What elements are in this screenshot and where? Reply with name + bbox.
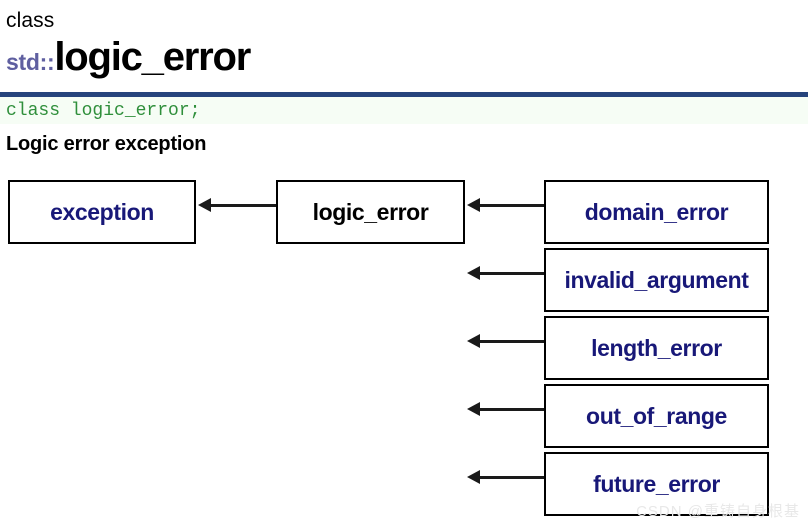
page-title-name: logic_error bbox=[54, 35, 251, 79]
arrow-head-icon bbox=[467, 334, 480, 348]
arrow-head-icon bbox=[198, 198, 211, 212]
entity-kind-label: class bbox=[6, 9, 55, 32]
arrow-length-error-to-logic-error bbox=[467, 334, 545, 348]
diagram-node-label: out_of_range bbox=[586, 402, 727, 429]
arrow-head-icon bbox=[467, 266, 480, 280]
arrow-out-of-range-to-logic-error bbox=[467, 402, 545, 416]
section-heading: Logic error exception bbox=[6, 133, 207, 155]
page-header: class std::logic_error class logic_error… bbox=[0, 0, 808, 156]
diagram-node-length-error[interactable]: length_error bbox=[544, 316, 769, 380]
declaration-code-block: class logic_error; bbox=[0, 97, 808, 124]
diagram-node-label: future_error bbox=[593, 470, 720, 497]
arrow-shaft bbox=[476, 340, 545, 343]
diagram-node-label: logic_error bbox=[312, 198, 429, 225]
page-title: std::logic_error bbox=[0, 33, 808, 89]
arrow-head-icon bbox=[467, 402, 480, 416]
diagram-node-label: domain_error bbox=[584, 198, 729, 225]
diagram-node-logic-error: logic_error bbox=[276, 180, 465, 244]
diagram-node-exception[interactable]: exception bbox=[8, 180, 196, 244]
arrow-shaft bbox=[476, 204, 545, 207]
arrow-future-error-to-logic-error bbox=[467, 470, 545, 484]
arrow-head-icon bbox=[467, 198, 480, 212]
declaration-code-line: class logic_error; bbox=[6, 101, 201, 121]
arrow-shaft bbox=[476, 476, 545, 479]
arrow-shaft bbox=[476, 408, 545, 411]
diagram-node-label: exception bbox=[50, 198, 154, 225]
diagram-node-future-error[interactable]: future_error bbox=[544, 452, 769, 516]
arrow-head-icon bbox=[467, 470, 480, 484]
title-divider bbox=[0, 92, 808, 97]
diagram-node-out-of-range[interactable]: out_of_range bbox=[544, 384, 769, 448]
diagram-node-domain-error[interactable]: domain_error bbox=[544, 180, 769, 244]
diagram-node-label: length_error bbox=[591, 334, 722, 361]
diagram-node-label: invalid_argument bbox=[564, 266, 749, 293]
arrow-invalid-argument-to-logic-error bbox=[467, 266, 545, 280]
arrow-logic-error-to-exception bbox=[198, 198, 276, 212]
inheritance-diagram: exception logic_error domain_error inval… bbox=[0, 176, 808, 526]
diagram-node-invalid-argument[interactable]: invalid_argument bbox=[544, 248, 769, 312]
page-title-namespace: std:: bbox=[6, 49, 55, 75]
arrow-shaft bbox=[207, 204, 276, 207]
arrow-shaft bbox=[476, 272, 545, 275]
arrow-domain-error-to-logic-error bbox=[467, 198, 545, 212]
watermark: CSDN @重铸自身根基 bbox=[636, 503, 800, 520]
